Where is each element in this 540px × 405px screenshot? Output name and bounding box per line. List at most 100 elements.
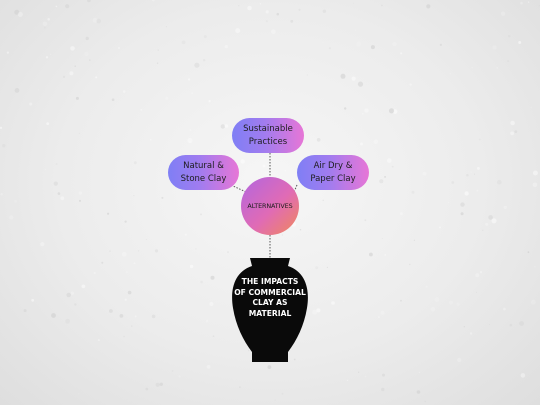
texture-speck [509,323,513,327]
texture-speck [134,315,137,318]
texture-speck [109,309,113,313]
texture-speck [37,89,40,91]
texture-speck [0,126,3,129]
texture-speck [121,251,127,257]
texture-speck [503,205,507,210]
texture-speck [316,138,321,142]
texture-speck [235,28,241,34]
texture-speck [70,46,75,51]
texture-speck [203,35,207,39]
texture-speck [200,213,202,216]
texture-speck [456,302,460,306]
texture-speck [109,250,111,252]
texture-speck [122,90,126,93]
texture-speck [191,92,194,95]
texture-speck [413,239,416,241]
texture-speck [206,319,208,322]
texture-speck [306,74,308,76]
texture-speck [137,250,140,252]
texture-speck [107,212,110,215]
texture-speck [508,35,511,38]
texture-speck [381,4,383,7]
texture-speck [476,189,479,192]
texture-speck [384,254,387,256]
texture-speck [528,1,530,3]
texture-speck [96,18,101,24]
texture-speck [0,193,3,196]
texture-speck [388,108,395,114]
texture-speck [520,373,526,378]
texture-speck [78,191,83,195]
texture-speck [492,45,497,50]
texture-speck [89,59,91,61]
texture-speck [370,45,375,50]
hub-label: ALTERNATIVES [247,202,293,210]
texture-speck [357,81,364,87]
texture-speck [178,375,181,378]
texture-speck [51,313,56,318]
texture-speck [475,273,480,278]
texture-speck [206,320,208,323]
texture-speck [411,190,415,194]
texture-speck [65,4,70,9]
texture-speck [101,261,104,264]
texture-speck [532,170,538,176]
texture-speck [274,399,276,401]
texture-speck [426,4,431,9]
texture-speck [239,386,241,388]
texture-speck [281,392,284,395]
texture-speck [151,0,155,2]
texture-speck [145,239,147,240]
texture-speck [422,171,427,176]
texture-speck [157,49,159,51]
texture-speck [95,76,98,79]
texture-speck [118,47,120,49]
texture-speck [439,226,441,229]
texture-speck [181,40,186,45]
texture-speck [187,137,193,144]
texture-speck [476,166,480,170]
texture-speck [358,371,360,373]
texture-speck [479,271,483,274]
texture-speck [510,120,515,126]
texture-speck [124,298,127,301]
texture-speck [87,0,91,3]
texture-speck [299,229,302,231]
texture-speck [93,271,96,275]
texture-speck [447,202,449,204]
texture-speck [159,382,163,386]
texture-speck [224,124,229,128]
texture-speck [290,19,294,23]
texture-speck [149,138,152,141]
texture-speck [364,108,369,113]
texture-speck [315,266,319,270]
texture-speck [29,102,33,106]
texture-speck [449,72,452,75]
texture-speck [123,335,125,338]
texture-speck [165,96,169,100]
texture-speck [455,112,457,114]
texture-speck [518,41,522,44]
texture-speck [534,266,536,268]
node-sustainable-practices: Sustainable Practices [232,118,304,153]
texture-speck [78,393,80,395]
texture-speck [189,129,192,131]
texture-speck [356,41,362,47]
texture-speck [353,2,354,4]
texture-speck [248,350,250,352]
texture-speck [220,124,225,129]
texture-speck [281,89,283,92]
texture-speck [208,100,211,103]
texture-speck [378,316,380,318]
texture-speck [81,284,86,289]
texture-speck [514,130,518,134]
texture-speck [346,379,349,381]
texture-speck [457,357,462,363]
texture-speck [344,107,347,110]
texture-speck [247,5,252,11]
texture-speck [69,71,74,76]
texture-speck [416,390,421,394]
texture-speck [161,196,164,199]
texture-speck [271,29,276,35]
texture-speck [210,275,215,280]
